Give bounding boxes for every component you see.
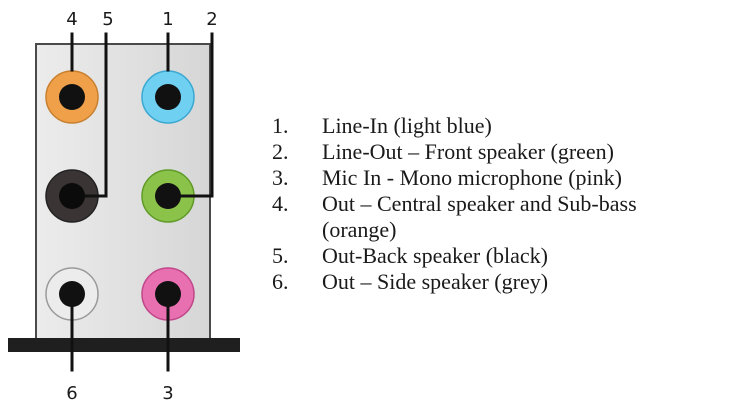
legend-text: Out – Central speaker and Sub-bass (322, 191, 637, 216)
label-6: 6 (66, 383, 77, 404)
legend-number: 5. (272, 243, 289, 268)
legend-item: 1. Line-In (light blue) (272, 113, 637, 139)
legend-item: 5. Out-Back speaker (black) (272, 243, 637, 269)
label-1: 1 (162, 9, 173, 30)
jack-2-green (141, 169, 195, 223)
legend-number: 6. (272, 269, 289, 294)
jack-3-pink (141, 267, 195, 321)
legend-number: 2. (272, 139, 289, 164)
legend-text: (orange) (322, 217, 397, 242)
legend-number: 4. (272, 191, 289, 216)
jack-4-orange (45, 70, 99, 124)
legend-number: 3. (272, 165, 289, 190)
legend-text: Out – Side speaker (grey) (322, 269, 549, 294)
label-5: 5 (102, 9, 113, 30)
audio-panel-diagram: 4 5 1 2 6 3 (8, 9, 240, 404)
legend-item: 2. Line-Out – Front speaker (green) (272, 139, 637, 165)
legend-text: Line-Out – Front speaker (green) (322, 139, 615, 164)
legend-item: 3. Mic In - Mono microphone (pink) (272, 165, 637, 191)
legend-number: 1. (272, 113, 289, 138)
jack-legend-list: 1. Line-In (light blue) 2. Line-Out – Fron… (272, 113, 637, 295)
label-2: 2 (206, 9, 217, 30)
legend-item: 6. Out – Side speaker (grey) (272, 269, 637, 295)
leader-line-5 (84, 32, 108, 198)
label-3: 3 (162, 383, 173, 404)
jack-6-grey (45, 267, 99, 321)
panel-base-bar (8, 338, 240, 352)
leader-line-2 (180, 32, 214, 198)
legend-text: Mic In - Mono microphone (pink) (322, 165, 622, 190)
legend-item: 4. Out – Central speaker and Sub-bass (272, 191, 637, 217)
label-4: 4 (66, 9, 77, 30)
legend-text: Out-Back speaker (black) (322, 243, 549, 268)
jack-1-light-blue (141, 70, 195, 124)
legend-text: Line-In (light blue) (322, 113, 492, 138)
legend-item-continuation: (orange) (272, 217, 637, 243)
